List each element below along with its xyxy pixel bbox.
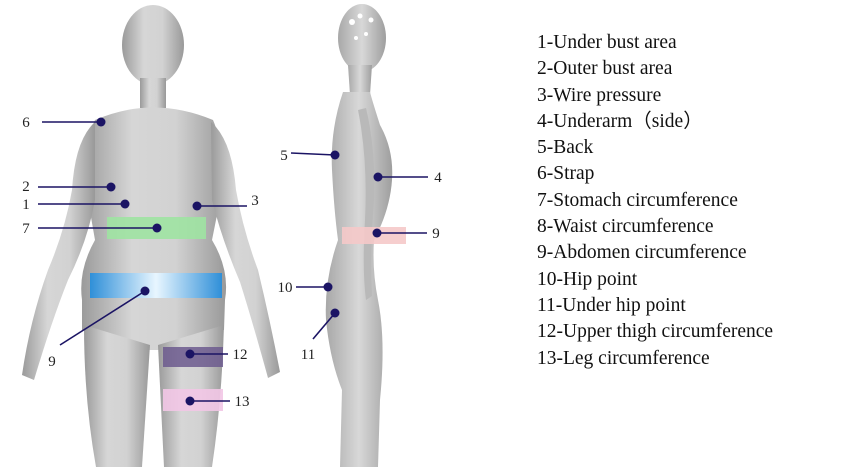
legend-item: 12-Upper thigh circumference — [537, 319, 773, 345]
marker-label-9s: 9 — [432, 226, 440, 242]
marker-label-13: 13 — [235, 394, 250, 410]
marker-dot-11 — [331, 309, 340, 318]
marker-label-3: 3 — [251, 193, 259, 209]
marker-label-1: 1 — [22, 197, 30, 213]
marker-dot-10 — [324, 283, 333, 292]
marker-dot-1 — [121, 200, 130, 209]
marker-dot-6 — [97, 118, 106, 127]
marker-dot-4 — [374, 173, 383, 182]
abdomen-band — [90, 273, 222, 298]
legend-item: 11-Under hip point — [537, 293, 773, 319]
marker-label-9f: 9 — [48, 354, 56, 370]
marker-dot-13 — [186, 397, 195, 406]
marker-label-2: 2 — [22, 179, 30, 195]
body-measurement-figure: 6 2 1 3 7 9 12 13 5 4 9 10 11 — [0, 0, 500, 467]
legend-item: 5-Back — [537, 135, 773, 161]
marker-label-11: 11 — [301, 347, 315, 363]
legend-item: 1-Under bust area — [537, 30, 773, 56]
legend-item: 4-Underarm（side） — [537, 109, 773, 135]
marker-dot-12 — [186, 350, 195, 359]
legend-item: 6-Strap — [537, 161, 773, 187]
marker-label-4: 4 — [434, 170, 442, 186]
leader-line-5 — [291, 153, 335, 155]
marker-dot-3 — [193, 202, 202, 211]
marker-dot-2 — [107, 183, 116, 192]
measurement-legend: 1-Under bust area 2-Outer bust area 3-Wi… — [537, 30, 773, 372]
marker-label-6: 6 — [22, 115, 30, 131]
marker-dot-9s — [373, 229, 382, 238]
marker-label-12: 12 — [233, 347, 248, 363]
legend-item: 2-Outer bust area — [537, 56, 773, 82]
legend-item: 9-Abdomen circumference — [537, 240, 773, 266]
marker-label-5: 5 — [280, 148, 288, 164]
marker-label-7: 7 — [22, 221, 30, 237]
marker-dot-5 — [331, 151, 340, 160]
legend-item: 3-Wire pressure — [537, 83, 773, 109]
marker-dot-9f — [141, 287, 150, 296]
marker-dot-7 — [153, 224, 162, 233]
legend-item: 13-Leg circumference — [537, 346, 773, 372]
legend-item: 7-Stomach circumference — [537, 188, 773, 214]
marker-label-10: 10 — [278, 280, 293, 296]
legend-item: 8-Waist circumference — [537, 214, 773, 240]
legend-item: 10-Hip point — [537, 267, 773, 293]
